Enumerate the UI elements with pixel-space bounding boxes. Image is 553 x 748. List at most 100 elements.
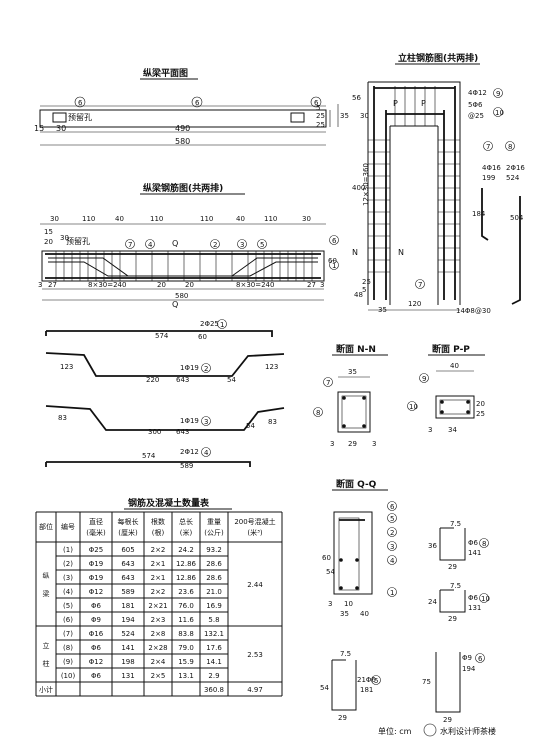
svg-text:83: 83	[268, 418, 277, 426]
svg-text:15: 15	[44, 228, 53, 236]
table-cell: (8)	[63, 644, 73, 652]
table-cell: Φ6	[91, 672, 102, 680]
stirrup-details: 7.5 36 29 Φ6 8 141 7.5 24 29 Φ6 10 131 7…	[320, 520, 490, 724]
svg-text:504: 504	[510, 214, 524, 222]
table-cell: 141	[121, 644, 134, 652]
svg-text:35: 35	[340, 610, 349, 618]
beam-rebar: 30 110 40 110 110 40 110 30 15 20 30 预留孔	[38, 215, 339, 309]
svg-text:181: 181	[360, 686, 373, 694]
table-cell: 181	[121, 602, 134, 610]
svg-text:5: 5	[316, 104, 320, 112]
svg-text:3: 3	[328, 600, 332, 608]
svg-text:54: 54	[320, 684, 329, 692]
table-cell: (10)	[61, 672, 76, 680]
svg-text:P: P	[393, 99, 398, 108]
svg-text:20: 20	[476, 400, 485, 408]
table-cell: 79.0	[178, 644, 194, 652]
table-cell: Φ16	[89, 630, 104, 638]
table-cell: 14.1	[206, 658, 222, 666]
table-cell: 2.9	[208, 672, 219, 680]
table-cell: 2×1	[151, 560, 166, 568]
svg-text:56: 56	[352, 94, 361, 102]
svg-text:1: 1	[332, 262, 336, 270]
table-cell: 2×2	[151, 546, 166, 554]
svg-text:7: 7	[486, 143, 490, 151]
table-header-unit: (毫米)	[86, 528, 106, 537]
table-cell: 2×1	[151, 574, 166, 582]
section-qq: 断面 Q-Q 60 54 3 10 35 40 6 5 2 3 4 1	[322, 478, 397, 618]
svg-text:25: 25	[476, 410, 485, 418]
svg-text:1: 1	[220, 321, 224, 329]
table-cell: 2×28	[148, 644, 167, 652]
svg-text:6: 6	[195, 99, 200, 107]
svg-text:110: 110	[200, 215, 213, 223]
svg-text:14Φ8@30: 14Φ8@30	[456, 307, 491, 315]
table-cell: 643	[121, 574, 134, 582]
svg-text:120: 120	[408, 300, 421, 308]
table-group-label: 梁	[43, 589, 50, 598]
table-cell: 93.2	[206, 546, 222, 554]
table-cell: (9)	[63, 658, 73, 666]
svg-text:10: 10	[481, 595, 490, 603]
svg-text:40: 40	[360, 610, 369, 618]
svg-text:2: 2	[213, 241, 217, 249]
table-cell: 12.86	[176, 560, 197, 568]
svg-text:2: 2	[204, 365, 208, 373]
beam-plan-title: 纵梁平面图	[143, 67, 188, 79]
svg-text:8: 8	[482, 540, 486, 548]
svg-text:Φ6: Φ6	[468, 594, 479, 602]
table-cell: (6)	[63, 616, 73, 624]
svg-text:30: 30	[56, 124, 66, 133]
section-nn: 断面 N-N 35 29 3 3 7 8	[313, 343, 388, 448]
svg-text:30: 30	[360, 112, 369, 120]
svg-text:2Φ12: 2Φ12	[180, 448, 199, 456]
table-cell: 132.1	[204, 630, 224, 638]
svg-text:60: 60	[198, 333, 207, 341]
svg-text:20: 20	[185, 281, 194, 289]
table-cell: 12.86	[176, 574, 197, 582]
stirrups	[55, 251, 313, 281]
svg-text:29: 29	[338, 714, 347, 722]
svg-text:3: 3	[390, 543, 394, 551]
svg-text:643: 643	[176, 376, 189, 384]
table-header-cell: 每根长	[118, 517, 139, 526]
table-cell: 28.6	[206, 574, 222, 582]
table-cell: (5)	[63, 602, 73, 610]
svg-text:29: 29	[448, 615, 457, 623]
svg-text:30: 30	[302, 215, 311, 223]
table-cell: (7)	[63, 630, 73, 638]
svg-text:574: 574	[155, 332, 169, 340]
svg-text:27: 27	[48, 281, 57, 289]
table-cell: 2×5	[151, 672, 166, 680]
svg-text:199: 199	[482, 174, 495, 182]
table-cell: 83.8	[178, 630, 194, 638]
svg-text:7.5: 7.5	[450, 520, 461, 528]
table-header-unit: (米³)	[247, 528, 263, 537]
table-cell: Φ12	[89, 588, 103, 596]
svg-text:40: 40	[450, 362, 459, 370]
column-rebar-title: 立柱钢筋图(共两排)	[398, 52, 478, 64]
svg-text:8: 8	[316, 409, 320, 417]
watermark: 水利设计师茶楼	[440, 726, 496, 736]
svg-text:60: 60	[322, 554, 331, 562]
svg-text:P: P	[421, 99, 426, 108]
svg-text:7.5: 7.5	[340, 650, 351, 658]
svg-text:35: 35	[340, 112, 349, 120]
svg-text:Q: Q	[172, 239, 178, 248]
svg-text:3: 3	[330, 440, 334, 448]
svg-text:54: 54	[246, 422, 255, 430]
svg-text:300: 300	[148, 428, 161, 436]
svg-text:27: 27	[307, 281, 316, 289]
svg-text:断面 P-P: 断面 P-P	[432, 343, 470, 355]
svg-text:7: 7	[326, 379, 330, 387]
svg-text:400: 400	[352, 184, 365, 192]
svg-text:580: 580	[175, 292, 188, 300]
table-cell: 194	[121, 616, 135, 624]
svg-text:25: 25	[362, 278, 371, 286]
bar-shapes: 2Φ25 1 574 60 123 123 1Φ19 2 220 643 54 …	[45, 319, 285, 470]
svg-text:10: 10	[495, 109, 504, 117]
table-cell: 23.6	[178, 588, 194, 596]
table-cell: 589	[121, 588, 134, 596]
svg-text:15: 15	[34, 124, 44, 133]
table-header-cell: 200号混凝土	[234, 517, 275, 526]
